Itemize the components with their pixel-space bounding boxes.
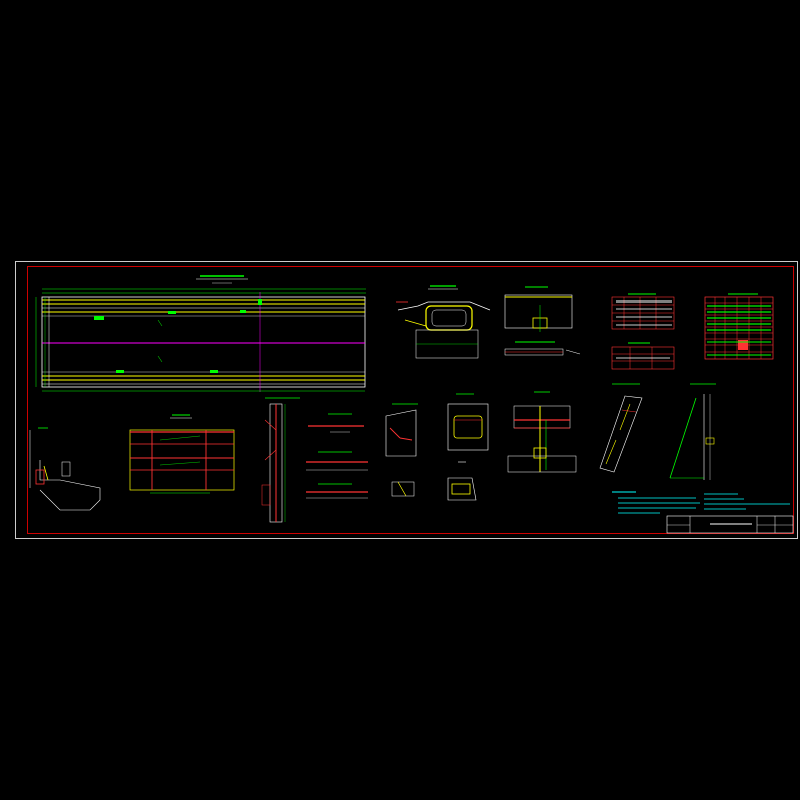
- girder-plan-view: [35, 275, 366, 392]
- rebar-bending-details: [306, 413, 368, 499]
- deck-edge-detail: [29, 427, 101, 511]
- general-notes-block: [612, 491, 790, 514]
- inclined-stiffener-detail-1: [599, 383, 643, 473]
- inner-drawing-frame: [27, 266, 794, 534]
- web-section-detail: [261, 397, 300, 523]
- outer-sheet-border: [15, 261, 798, 539]
- box-section-detail: [447, 393, 489, 501]
- anchorage-detail-a: [385, 403, 418, 497]
- rebar-schedule-table: [704, 293, 774, 360]
- quantity-table-small: [611, 293, 675, 330]
- girder-outline: [41, 296, 366, 388]
- slab-reinforcement-elevation: [129, 414, 235, 494]
- end-elevation-view: [504, 286, 581, 356]
- bearing-elevation-detail: [507, 391, 577, 473]
- title-block: [666, 515, 794, 534]
- quantity-table-lower: [611, 342, 675, 370]
- cross-section-view: [396, 285, 491, 359]
- inclined-stiffener-detail-2: [669, 383, 716, 480]
